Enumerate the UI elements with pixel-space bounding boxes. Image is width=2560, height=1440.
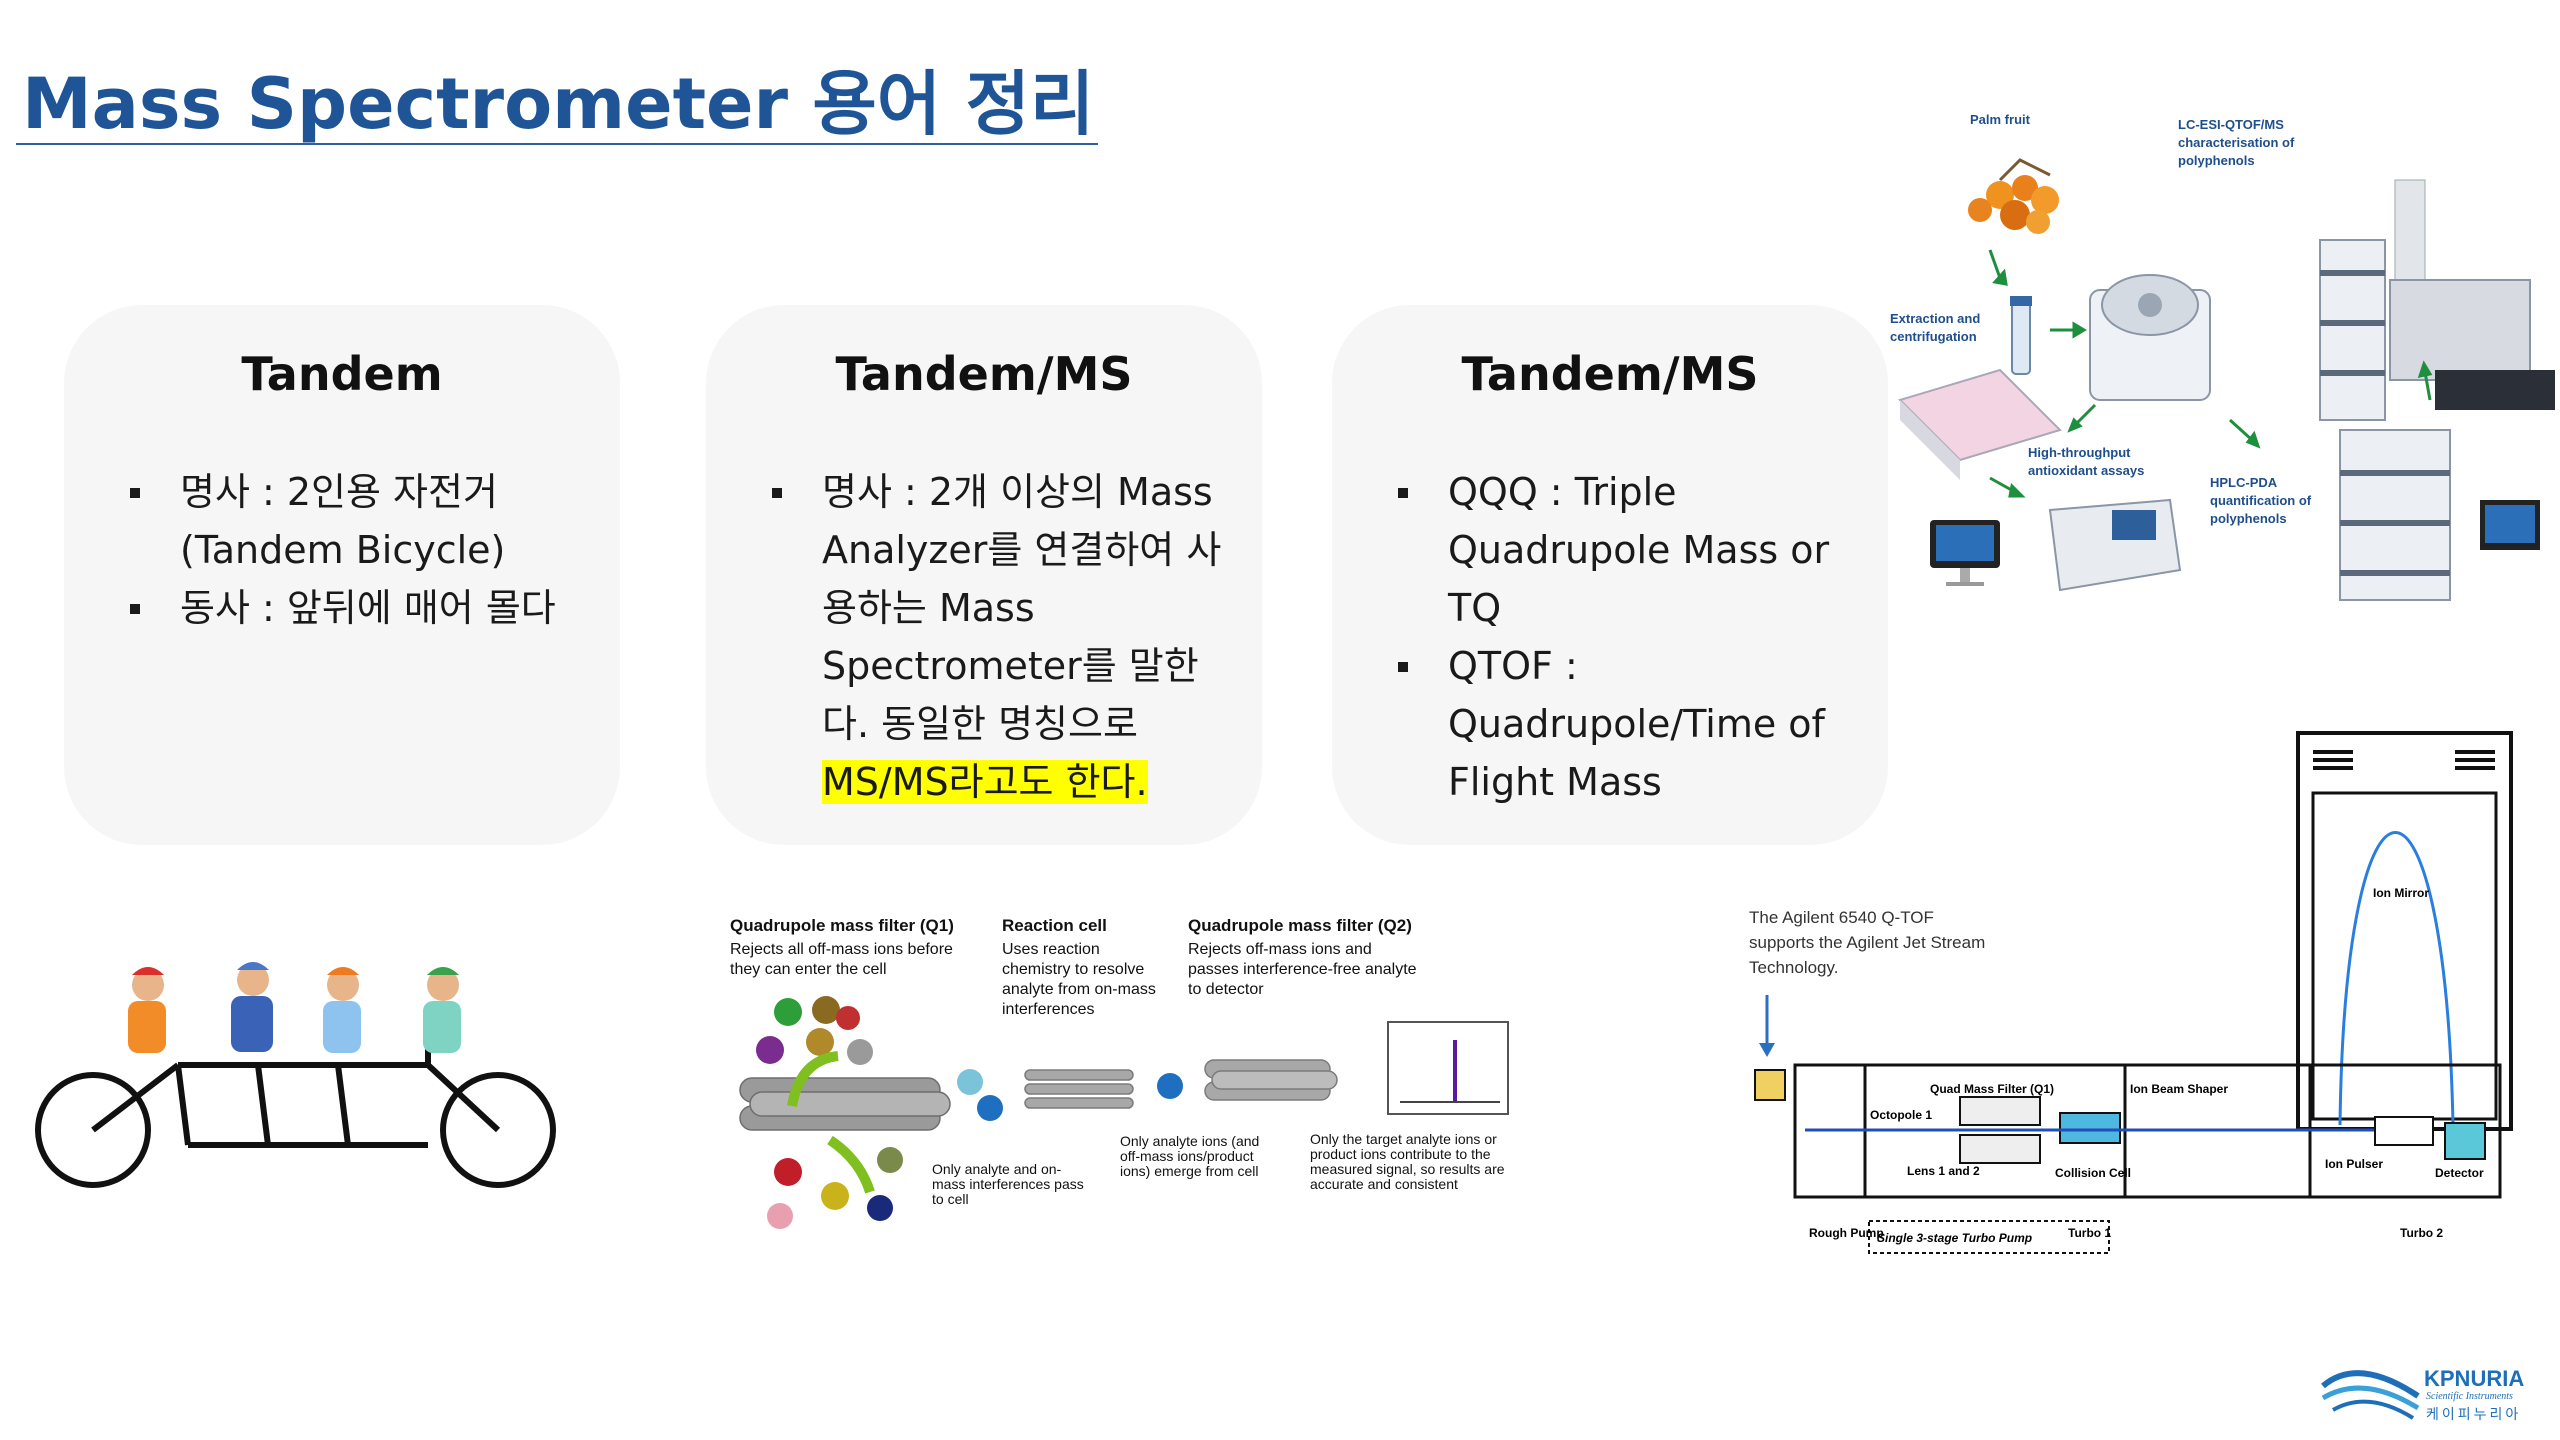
label-hplc: HPLC-PDA quantification of polyphenols <box>2210 475 2312 526</box>
logo-wave-icon <box>2321 1370 2420 1420</box>
card-heading: Tandem/MS <box>1461 347 1759 401</box>
label-octopole: Octopole 1 <box>1870 1108 1932 1122</box>
note-emerge: Only analyte ions (and off-mass ions/pro… <box>1120 1133 1260 1179</box>
card-heading: Tandem/MS <box>835 347 1133 401</box>
note-signal: Only the target analyte ions or product … <box>1310 1131 1505 1192</box>
tube-icon <box>2011 299 2031 375</box>
q1-desc: Rejects all off-mass ions before they ca… <box>730 941 953 978</box>
workflow-illustration: Palm fruit LC-ESI-QTOF/MS characterisati… <box>1880 100 2560 620</box>
rc-title: Reaction cell <box>1002 916 1107 935</box>
bullet-item: QTOF : Quadrupole/Time of Flight Mass <box>1364 637 1868 811</box>
q1-title: Quadrupole mass filter (Q1) <box>730 916 954 935</box>
label-qtof: LC-ESI-QTOF/MS characterisation of polyp… <box>2178 117 2295 168</box>
title-underline <box>16 143 1098 145</box>
ion-flight-path <box>2338 831 2455 1126</box>
label-ion-mirror: Ion Mirror <box>2373 886 2429 900</box>
quadrupole-graphics <box>739 996 1509 1229</box>
ion-spheres-icon <box>756 996 1183 1229</box>
card-heading: Tandem <box>241 347 443 401</box>
card-tandem: Tandem 명사 : 2인용 자전거 (Tandem Bicycle) 동사 … <box>64 305 620 845</box>
q2-rods-icon <box>1204 1059 1338 1101</box>
label-quad: Quad Mass Filter (Q1) <box>1930 1082 2054 1096</box>
palm-fruit-icon <box>1968 158 2059 234</box>
qtof-instrument-icon <box>2319 179 2555 421</box>
label-extraction: Extraction and centrifugation <box>1890 311 1981 344</box>
label-lens: Lens 1 and 2 <box>1907 1164 1980 1178</box>
spectrum-icon <box>1387 1021 1509 1115</box>
label-rough-pump: Rough Pump <box>1809 1226 1884 1240</box>
logo-sub: Scientific Instruments <box>2426 1391 2513 1402</box>
q1-rods-icon <box>739 1077 951 1131</box>
card-bullets: 명사 : 2인용 자전거 (Tandem Bicycle) 동사 : 앞뒤에 매… <box>96 463 600 637</box>
qtof-schematic: The Agilent 6540 Q-TOF supports the Agil… <box>1745 725 2535 1270</box>
q2-desc: Rejects off-mass ions and passes interfe… <box>1188 941 1417 998</box>
label-single-turbo: Single 3-stage Turbo Pump <box>1877 1231 2032 1245</box>
tandem-bicycle-illustration <box>35 962 556 1188</box>
rc-desc: Uses reaction chemistry to resolve analy… <box>1002 941 1156 1018</box>
workflow-graphics <box>1898 158 2555 601</box>
quadrupole-diagram: Quadrupole mass filter (Q1) Rejects all … <box>720 910 1540 1250</box>
detector-icon <box>2444 1122 2486 1160</box>
qtof-graphics: Rough Pump Single 3-stage Turbo Pump Tur… <box>1754 731 2513 1254</box>
computer-icon <box>1930 520 2000 586</box>
curved-arrow-icons <box>787 1051 875 1194</box>
bullet-item: 명사 : 2인용 자전거 (Tandem Bicycle) <box>96 463 600 579</box>
label-detector: Detector <box>2435 1166 2484 1180</box>
bullet-text: 명사 : 2개 이상의 Mass Analyzer를 연결하여 사용하는 Mas… <box>822 470 1222 746</box>
label-collision-cell: Collision Cell <box>2055 1166 2131 1180</box>
well-plate-icon <box>1898 368 2062 480</box>
hplc-instrument-icon <box>2339 429 2540 601</box>
kpnuria-logo: KPNURIA Scientific Instruments 케이피누리아 <box>2318 1356 2548 1426</box>
logo-name: KPNURIA <box>2424 1366 2525 1391</box>
ion-mirror-plates-icon <box>2313 750 2495 770</box>
card-tandem-ms-types: Tandem/MS QQQ : Triple Quadrupole Mass o… <box>1332 305 1888 845</box>
source-icon <box>1754 1069 1786 1101</box>
reaction-cell-rods-icon <box>1024 1069 1134 1109</box>
card-tandem-ms: Tandem/MS 명사 : 2개 이상의 Mass Analyzer를 연결하… <box>706 305 1262 845</box>
schematic-caption: The Agilent 6540 Q-TOF supports the Agil… <box>1749 908 1986 977</box>
q2-title: Quadrupole mass filter (Q2) <box>1188 916 1412 935</box>
card-bullets: 명사 : 2개 이상의 Mass Analyzer를 연결하여 사용하는 Mas… <box>738 463 1242 811</box>
arrow-icons <box>1988 249 2433 498</box>
label-beam-shaper: Ion Beam Shaper <box>2130 1082 2228 1096</box>
label-turbo1: Turbo 1 <box>2068 1226 2111 1240</box>
label-highthroughput: High-throughput antioxidant assays <box>2028 445 2145 478</box>
label-turbo2: Turbo 2 <box>2400 1226 2443 1240</box>
note-pass: Only analyte and on-mass interferences p… <box>932 1161 1084 1207</box>
centrifuge-icon <box>2089 274 2211 401</box>
highlighted-text: MS/MS라고도 한다. <box>822 760 1148 804</box>
label-palm: Palm fruit <box>1970 112 2030 127</box>
plate-reader-icon <box>2048 498 2182 592</box>
riders-icon <box>128 962 461 1053</box>
card-bullets: QQQ : Triple Quadrupole Mass or TQ QTOF … <box>1364 463 1868 811</box>
bullet-item: 동사 : 앞뒤에 매어 몰다 <box>96 579 600 637</box>
page-title: Mass Spectrometer 용어 정리 <box>22 63 1095 145</box>
logo-korean: 케이피누리아 <box>2426 1407 2522 1423</box>
bullet-item: QQQ : Triple Quadrupole Mass or TQ <box>1364 463 1868 637</box>
bullet-item: 명사 : 2개 이상의 Mass Analyzer를 연결하여 사용하는 Mas… <box>738 463 1242 811</box>
label-ion-pulser: Ion Pulser <box>2325 1157 2383 1171</box>
